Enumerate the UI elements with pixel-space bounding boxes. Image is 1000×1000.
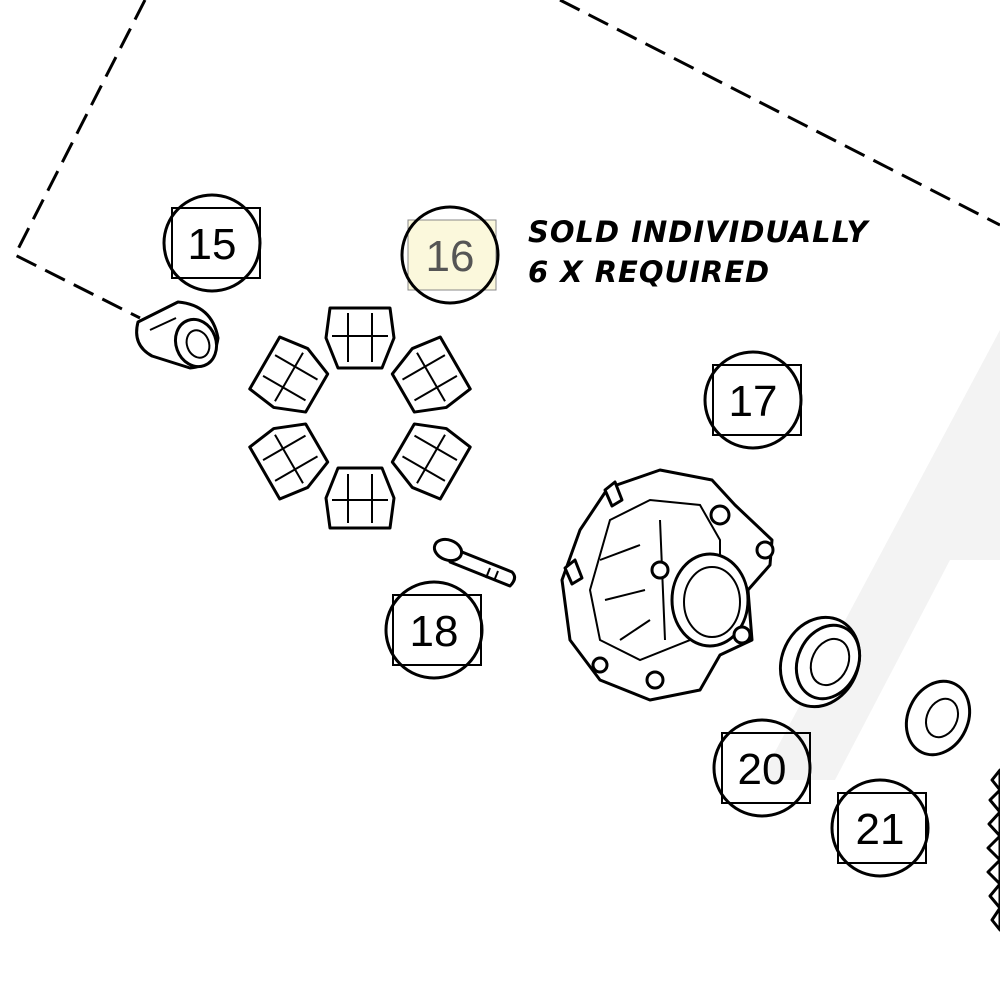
callout-21: 21 — [830, 778, 930, 878]
callout-21-label: 21 — [856, 805, 905, 854]
part-20-bearing — [778, 615, 862, 709]
note-line-1: SOLD INDIVIDUALLY — [528, 215, 871, 249]
callout-15: 15 — [162, 193, 262, 293]
part-15-bushing — [135, 300, 220, 370]
callout-15-label: 15 — [188, 220, 237, 269]
callout-16-label: 16 — [426, 232, 475, 281]
part-18-bolt — [432, 537, 517, 588]
part-17-sprocket-carrier — [560, 468, 775, 702]
note-sold-individually: SOLD INDIVIDUALLY 6 X REQUIRED — [528, 215, 871, 289]
callout-20: 20 — [712, 718, 812, 818]
note-line-2: 6 X REQUIRED — [528, 255, 770, 289]
part-16-cush-drive-rubbers — [248, 306, 472, 530]
callout-17-label: 17 — [729, 377, 778, 426]
callout-18-label: 18 — [410, 607, 459, 656]
callout-20-label: 20 — [738, 745, 787, 794]
part-21-spacer — [904, 679, 972, 757]
assembly-boundary-dashed-line — [12, 0, 1000, 320]
sprocket-edge-partial — [986, 768, 1000, 932]
callout-16: 16 — [400, 205, 500, 305]
callout-17: 17 — [703, 350, 803, 450]
callout-18: 18 — [384, 580, 484, 680]
